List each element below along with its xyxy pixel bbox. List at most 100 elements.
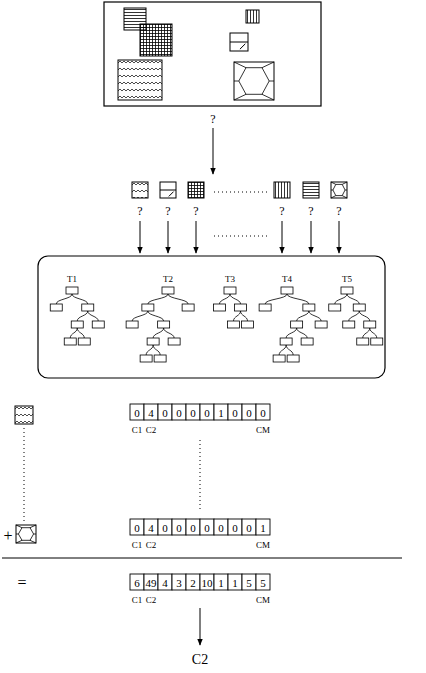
vector-count: 49 [146,577,157,588]
tree-label: T1 [67,275,77,284]
vector-count: 0 [162,407,168,418]
icon-stroke [234,94,246,100]
tree-label: T3 [225,275,235,284]
texture-icon [274,182,290,198]
tree-link [77,328,84,338]
tree-link [279,345,286,355]
vector-count: 6 [134,577,140,588]
vector-cell [130,519,144,535]
tree-link [309,311,321,321]
tree-node [364,321,376,328]
tree-link [77,311,88,321]
icon-frame [132,182,148,198]
vector-cell [228,574,242,590]
vector-cell [256,574,270,590]
tree-link [132,311,148,321]
texture-icon [230,33,248,51]
class-label: C2 [146,426,157,435]
icon-frame [274,182,290,198]
icon-stroke [230,42,248,43]
texture-icon [303,182,319,198]
icon-stroke [333,184,345,195]
tree-node [353,304,365,311]
vector-cell [144,519,158,535]
tree-node [147,338,159,345]
tree-node [357,338,369,345]
vector-count: 1 [232,577,238,588]
question-mark: ? [165,205,170,217]
texture-icon [246,10,259,23]
tree-link [287,294,309,304]
vector-count: 3 [176,577,182,588]
icon-frame [140,24,172,56]
vector-cell [172,519,186,535]
vector-cell [200,574,214,590]
icon-stroke [342,182,347,184]
question-mark: ? [193,205,198,217]
tree-node [343,321,355,328]
icon-stroke [262,62,274,68]
flow-arrow [140,221,141,253]
tree-link [370,328,377,338]
icon-stroke [269,81,274,82]
vector-count: 0 [176,522,182,533]
tree-node [158,321,170,328]
vector-cell [242,574,256,590]
vector-cell [130,574,144,590]
tree-node [64,338,76,345]
sum-rule [2,558,402,559]
tree-link [148,311,164,321]
flow-arrow [311,221,312,253]
tree-node [142,304,154,311]
tree-link [234,311,241,321]
vector-cell [214,574,228,590]
tree-node [168,338,180,345]
tree-node [329,304,341,311]
tree-link [349,311,360,321]
vector-cell [172,404,186,420]
flow-arrow [339,221,340,253]
tree-node [280,338,292,345]
icon-frame [246,10,259,23]
tree-node [281,287,293,294]
tree-link [56,294,72,304]
tree-link [297,311,309,321]
tree-node [315,321,327,328]
tree-link [148,294,168,304]
vector-cell [256,404,270,420]
tree-link [168,294,188,304]
texture-icon [234,62,274,100]
dotted-link [200,440,201,512]
icon-stroke [169,192,174,197]
texture-icon [15,406,33,424]
icon-stroke [16,540,22,543]
icon-stroke [331,190,333,191]
vector-count: 4 [148,522,154,533]
tree-node [242,321,254,328]
image-frame [104,2,321,106]
class-label: C1 [132,541,143,550]
tree-node [50,304,62,311]
vector-count: 0 [190,522,196,533]
icon-frame [303,182,319,198]
dotted-link [24,428,25,521]
tree-link [359,311,370,321]
icon-stroke [331,182,336,184]
vector-count: 1 [218,407,224,418]
vector-cell [172,574,186,590]
tree-set-frame [38,256,385,378]
tree-node [228,321,240,328]
question-mark: ? [210,113,215,125]
vector-count: 1 [218,577,224,588]
operator-sign: + [3,528,12,544]
texture-icon [331,182,347,198]
tree-link [241,311,248,321]
question-mark: ? [308,205,313,217]
tree-node [303,304,315,311]
icon-stroke [30,540,36,543]
tree-node [162,287,174,294]
tree-link [286,345,293,355]
vector-cell [200,519,214,535]
tree-link [347,294,359,304]
texture-icon [118,60,162,100]
